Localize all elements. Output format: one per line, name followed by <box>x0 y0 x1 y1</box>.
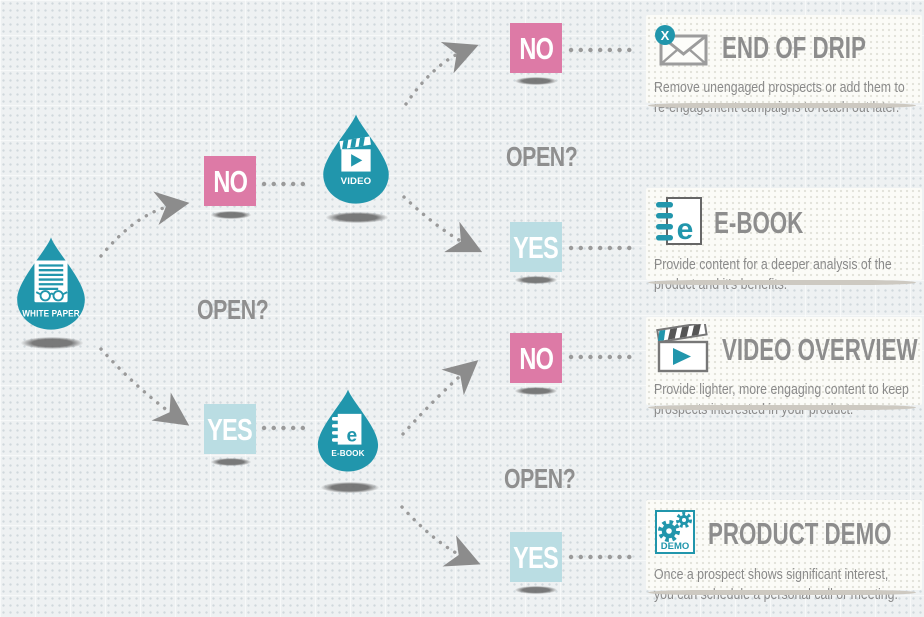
decision-no-root: NO <box>204 156 256 206</box>
node-label-white-paper: WHITE PAPER <box>22 309 80 319</box>
card-shadow <box>648 590 916 595</box>
node-label-video: VIDEO <box>341 176 372 186</box>
open-question-video: OPEN? <box>506 141 578 172</box>
node-ebook: e E-BOOK <box>316 386 380 475</box>
decision-shadow <box>515 387 557 395</box>
decision-no-label: NO <box>519 30 554 66</box>
glasses-icon <box>35 290 68 302</box>
envelope-x-icon: X <box>655 25 708 66</box>
gears-demo-icon: DEMO <box>655 510 695 554</box>
demo-label: DEMO <box>661 541 690 552</box>
white-paper-document-icon <box>34 260 68 303</box>
open-question-ebook: OPEN? <box>504 463 576 494</box>
card-description: Remove unengaged prospects or add them t… <box>654 80 905 117</box>
card-shadow <box>648 405 916 410</box>
ebook-e-glyph: e <box>347 425 358 446</box>
decision-shadow <box>211 458 251 466</box>
decision-shadow <box>515 276 557 284</box>
decision-yes-label: YES <box>207 411 254 447</box>
outcome-card-product-demo: DEMO PRODUCT DEMO Once a prospect shows … <box>646 500 922 603</box>
arrow-video-to-yes <box>402 195 483 253</box>
card-title: PRODUCT DEMO <box>708 515 892 551</box>
ebook-page-icon: e <box>332 413 362 446</box>
arrow-ebook-to-no <box>401 360 479 436</box>
open-question-root: OPEN? <box>197 294 269 325</box>
video-shadow <box>326 212 388 223</box>
ebook-shadow <box>321 482 379 493</box>
ebook-e-glyph: e <box>677 213 694 246</box>
outcome-card-end-of-drip: X END OF DRIP Remove unengaged prospects… <box>646 15 922 116</box>
decision-shadow <box>211 211 251 219</box>
card-description: Provide lighter, more engaging content t… <box>654 382 909 419</box>
decision-no-ebook: NO <box>510 333 562 383</box>
arrow-ebook-to-yes <box>400 505 481 567</box>
decision-yes-root: YES <box>204 404 256 454</box>
outcome-card-video-overview: VIDEO OVERVIEW Provide lighter, more eng… <box>646 317 922 418</box>
decision-yes-label: YES <box>513 229 560 265</box>
arrow-whitepaper-to-no <box>99 191 190 258</box>
card-shadow <box>648 103 916 108</box>
node-white-paper: WHITE PAPER <box>15 235 87 332</box>
gear-icon <box>676 512 692 528</box>
decision-yes-video: YES <box>510 222 562 272</box>
x-close-glyph: X <box>661 28 670 43</box>
gear-icon <box>658 520 680 542</box>
card-title: VIDEO OVERVIEW <box>722 331 918 367</box>
decision-yes-ebook: YES <box>510 532 562 582</box>
video-clapperboard-icon <box>656 324 709 373</box>
arrow-whitepaper-to-yes <box>99 347 190 426</box>
card-description: Once a prospect shows significant intere… <box>654 567 898 604</box>
card-title: E-BOOK <box>714 204 804 240</box>
outcome-card-ebook: e E-BOOK Provide content for a deeper an… <box>646 188 922 293</box>
decision-shadow <box>515 586 557 594</box>
decision-no-video: NO <box>510 23 562 73</box>
node-label-ebook: E-BOOK <box>331 448 364 458</box>
card-title: END OF DRIP <box>722 29 866 65</box>
ebook-page-icon: e <box>656 197 702 246</box>
white-paper-shadow <box>21 337 83 349</box>
decision-no-label: NO <box>213 163 248 199</box>
arrow-video-to-no <box>404 41 479 106</box>
card-description: Provide content for a deeper analysis of… <box>654 257 892 294</box>
card-shadow <box>648 280 916 285</box>
decision-no-label: NO <box>519 340 554 376</box>
decision-shadow <box>515 77 557 85</box>
decision-yes-label: YES <box>513 539 560 575</box>
node-video: VIDEO <box>318 113 394 205</box>
video-clapperboard-icon <box>339 136 371 172</box>
